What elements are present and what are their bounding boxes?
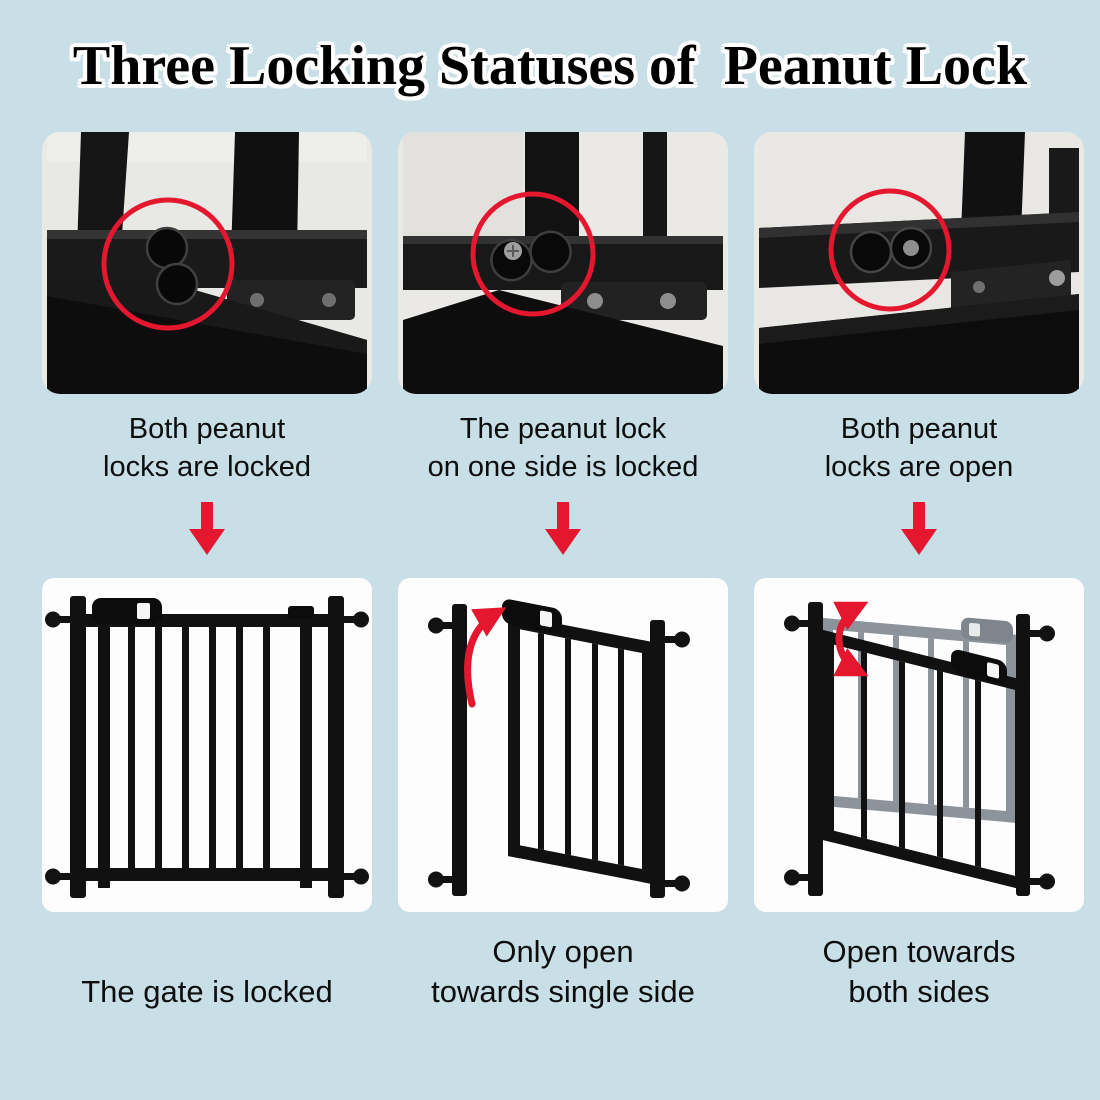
gate-right-post (650, 620, 665, 898)
gate-handle (92, 598, 162, 624)
caption-line: locks are locked (103, 451, 311, 483)
lock-closeup-photo-both-open (754, 132, 1084, 394)
mounting-plate (561, 282, 707, 320)
gate-left-post (808, 602, 823, 896)
lock-closeup-photo-both-locked (42, 132, 372, 394)
caption-line: The peanut lock (459, 413, 667, 445)
lock-highlight-circle (470, 191, 596, 317)
peanut-lock-open (849, 226, 933, 274)
lock-status-caption-1: Both peanut locks are locked (42, 410, 372, 488)
lock-closeup-photo-one-locked (398, 132, 728, 394)
columns-grid: Both peanut locks are locked (42, 132, 1084, 1012)
lock-highlight-circle (828, 188, 952, 312)
gate-frame-dark (47, 132, 367, 288)
gate-status-caption-1: The gate is locked (42, 932, 372, 1012)
gate-illustration-locked (42, 578, 372, 912)
wall-spindles-right (340, 611, 369, 885)
down-arrow-icon (899, 502, 939, 556)
down-arrow-shape (189, 502, 225, 555)
caption-line: The gate is locked (81, 974, 333, 1009)
gate-lower-bar-highlight (759, 294, 1079, 344)
caption-line: locks are open (824, 451, 1014, 483)
gate-left-post (452, 604, 467, 896)
gate-hinge-cover (288, 606, 314, 619)
caption-line: both sides (848, 974, 990, 1009)
gate-single-open-drawing (428, 599, 690, 898)
swing-arrow-icon (464, 607, 507, 708)
wall-spindles-left (428, 617, 454, 888)
gate-both-open-drawing (784, 601, 1055, 896)
gate-lower-bar (403, 290, 723, 394)
caption-line: towards single side (431, 974, 695, 1009)
gate-bars (128, 627, 270, 868)
gate-status-caption-3: Open towards both sides (754, 932, 1084, 1012)
gate-illustration-both-open (754, 578, 1084, 912)
wall-spindles-left (784, 615, 810, 886)
caption-line: Both peanut (840, 413, 998, 445)
caption-line: on one side is locked (427, 451, 699, 483)
gate-handle (951, 649, 1007, 684)
caption-line: Both peanut (128, 413, 286, 445)
wall-spindles-left (45, 611, 74, 885)
gate-illustration-single-open (398, 578, 728, 912)
caption-line: Open towards (822, 934, 1016, 969)
gate-handle (502, 599, 562, 633)
caption-line: Only open (492, 934, 634, 969)
column-one-side-locked: The peanut lock on one side is locked (398, 132, 728, 1012)
lock-closeup-illustration (759, 132, 1079, 394)
mounting-plate (951, 260, 1071, 308)
gate-lower-bar (759, 294, 1079, 394)
down-arrow-icon (543, 502, 583, 556)
lock-closeup-illustration (47, 132, 367, 394)
wall-spindles-right (1028, 625, 1055, 890)
gate-door-open (502, 599, 652, 884)
lock-closeup-illustration (403, 132, 723, 394)
gate-handle-ghost (961, 617, 1013, 643)
gate-status-caption-2: Only open towards single side (398, 932, 728, 1012)
peanut-lock-half (490, 230, 572, 282)
lock-screw (504, 242, 522, 260)
lock-highlight-circle (101, 197, 235, 331)
column-both-open: Both peanut locks are open (754, 132, 1084, 1012)
column-both-locked: Both peanut locks are locked (42, 132, 372, 1012)
down-arrow-icon (187, 502, 227, 556)
lock-status-caption-3: Both peanut locks are open (754, 410, 1084, 488)
lock-status-caption-2: The peanut lock on one side is locked (398, 410, 728, 488)
down-arrow-shape (901, 502, 937, 555)
page-title: Three Locking Statuses of Peanut Lock (72, 35, 1028, 97)
swing-double-arrow-icon (833, 601, 869, 677)
gate-door-open (823, 630, 1026, 891)
gate-closed-drawing (45, 596, 369, 898)
down-arrow-shape (545, 502, 581, 555)
gate-frame (70, 596, 344, 898)
peanut-lock-locked (145, 226, 199, 306)
wall-spindles-right (663, 631, 690, 892)
